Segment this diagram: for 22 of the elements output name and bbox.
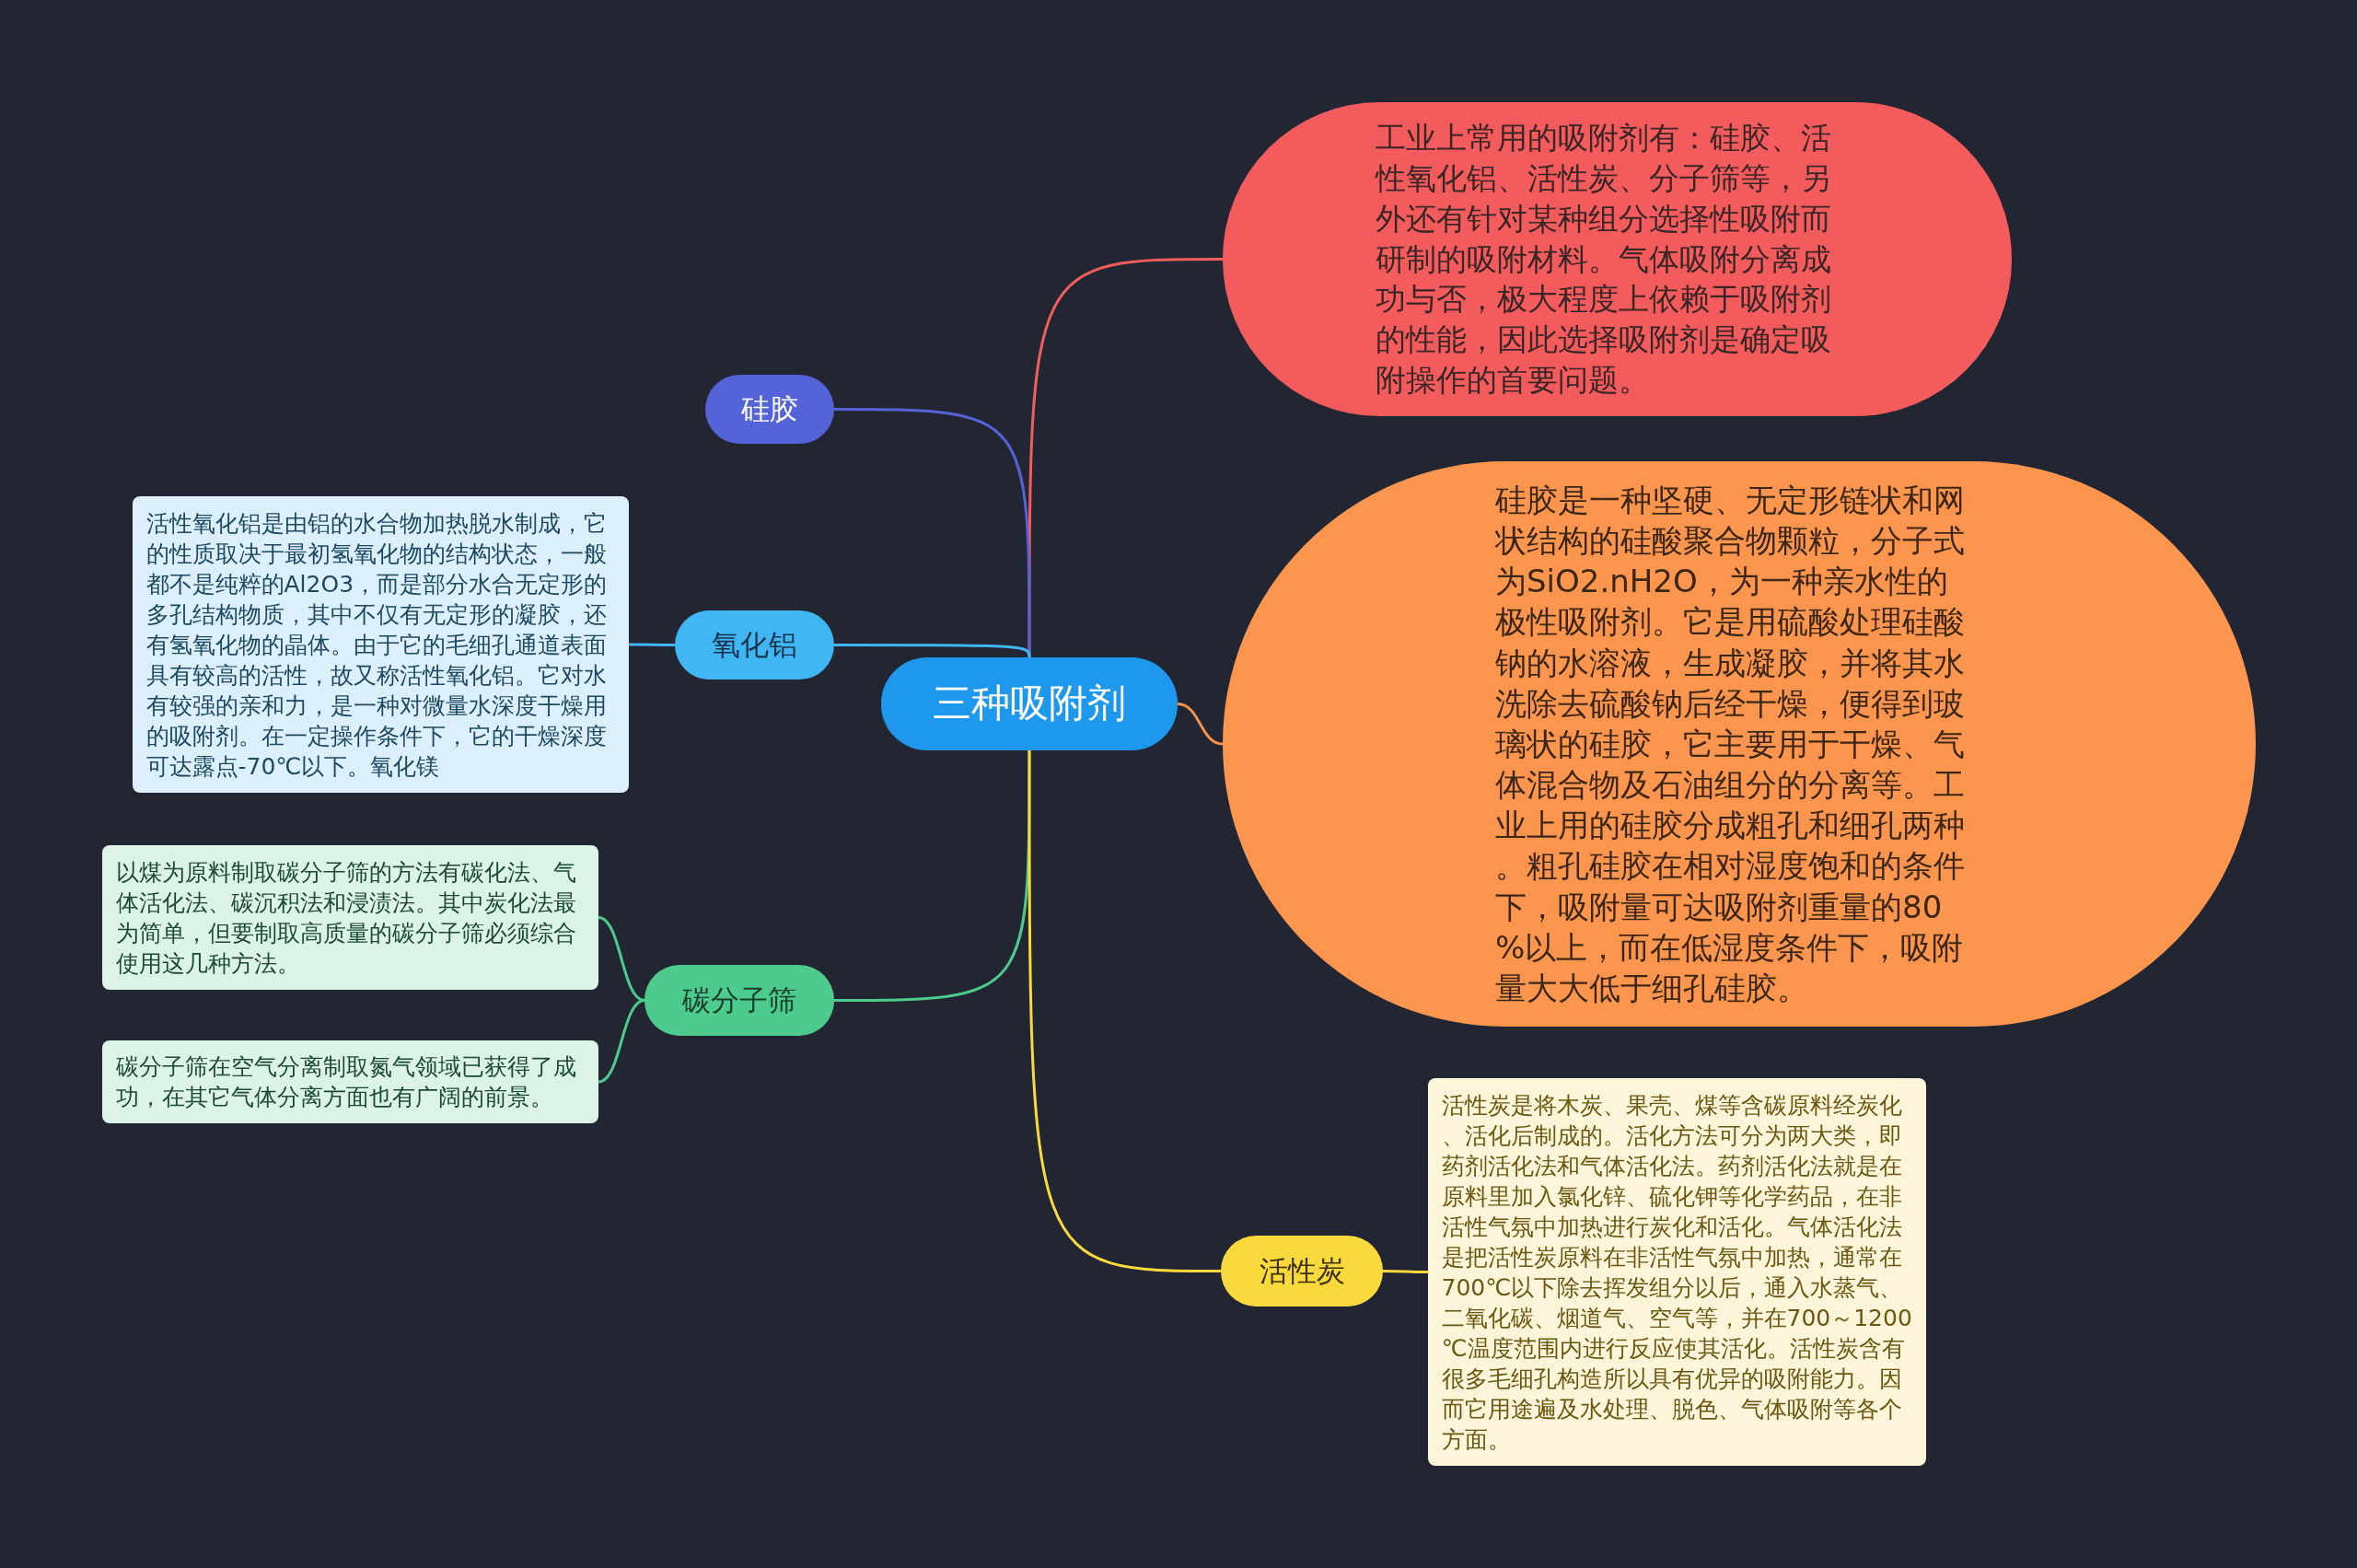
- note-card: [102, 845, 598, 990]
- connector-line: [1028, 258, 1223, 657]
- node-text: 硅胶: [741, 391, 798, 427]
- connector-line: [1177, 703, 1224, 746]
- node-text: 活性炭: [1259, 1253, 1345, 1289]
- connector-line: [1383, 1270, 1428, 1273]
- node-text: 以煤为原料制取碳分子筛的方法有碳化法、气体活化法、碳沉积法和浸渍法。其中炭化法最为简单，但要制取高质量的碳分子筛必须综合使用这几种方法。: [115, 857, 577, 979]
- node-text: 工业上常用的吸附剂有：硅胶、活性氧化铝、活性炭、分子筛等，另外还有针对某种组分选择性吸附而研制的吸附材料。气体吸附分离成功与否，极大程度上依赖于吸附剂的性能，因此选择吸附剂是确定吸附操作的首要问题。: [1376, 118, 1832, 401]
- connector-line: [834, 750, 1031, 1002]
- connector-line: [834, 644, 1031, 658]
- node-text: 三种吸附剂: [933, 680, 1126, 727]
- node-text: 活性炭是将木炭、果壳、煤等含碳原料经炭化、活化后制成的。活化方法可分为两大类，即药剂活化法和气体活化法。药剂活化法就是在原料里加入氯化锌、硫化钾等化学药品，在非活性气氛中加热进行炭化和活化。气体活化法是把活性炭原料在非活性气氛中加热，通常在700℃以下除去挥发组分以后，通入水蒸气、二氧化碳、烟道气、空气等，并在700～1200℃温度范围内进行反应使其活化。活性炭含有很多毛细孔构造所以具有优异的吸附能力。因而它用途遍及水处理、脱色、气体吸附等各个方面。: [1441, 1090, 1913, 1455]
- node-text: 碳分子筛在空气分离制取氮气领域已获得了成功，在其它气体分离方面也有广阔的前景。: [115, 1052, 577, 1112]
- node-text: 碳分子筛: [682, 982, 796, 1018]
- node-text: 活性氧化铝是由铝的水合物加热脱水制成，它的性质取决于最初氢氧化物的结构状态，一般都不是纯粹的Al2O3，而是部分水合无定形的多孔结构物质，其中不仅有无定形的凝胶，还有氢氧化物的晶体。由于它的毛细孔通道表面具有较高的活性，故又称活性氧化铝。它对水有较强的亲和力，是一种对微量水深度干燥用的吸附剂。在一定操作条件下，它的干燥深度可达露点-70℃以下。氧化镁: [145, 508, 609, 782]
- note-card: [102, 1040, 598, 1123]
- connector-line: [598, 999, 645, 1084]
- connector-line: [629, 643, 675, 646]
- connector-line: [598, 916, 645, 1002]
- connector-line: [1028, 750, 1221, 1272]
- node-text: 氧化铝: [712, 627, 797, 663]
- node-text: 硅胶是一种坚硬、无定形链状和网状结构的硅酸聚合物颗粒，分子式为SiO2.nH2O，为一种亲水性的极性吸附剂。它是用硫酸处理硅酸钠的水溶液，生成凝胶，并将其水洗除去硫酸钠后经干燥，便得到玻璃状的硅胶，它主要用于干燥、气体混合物及石油组分的分离等。工业上用的硅胶分成粗孔和细孔两种。粗孔硅胶在相对湿度饱和的条件下，吸附量可达吸附剂重量的80%以上，而在低湿度条件下，吸附量大大低于细孔硅胶。: [1495, 480, 1966, 1009]
